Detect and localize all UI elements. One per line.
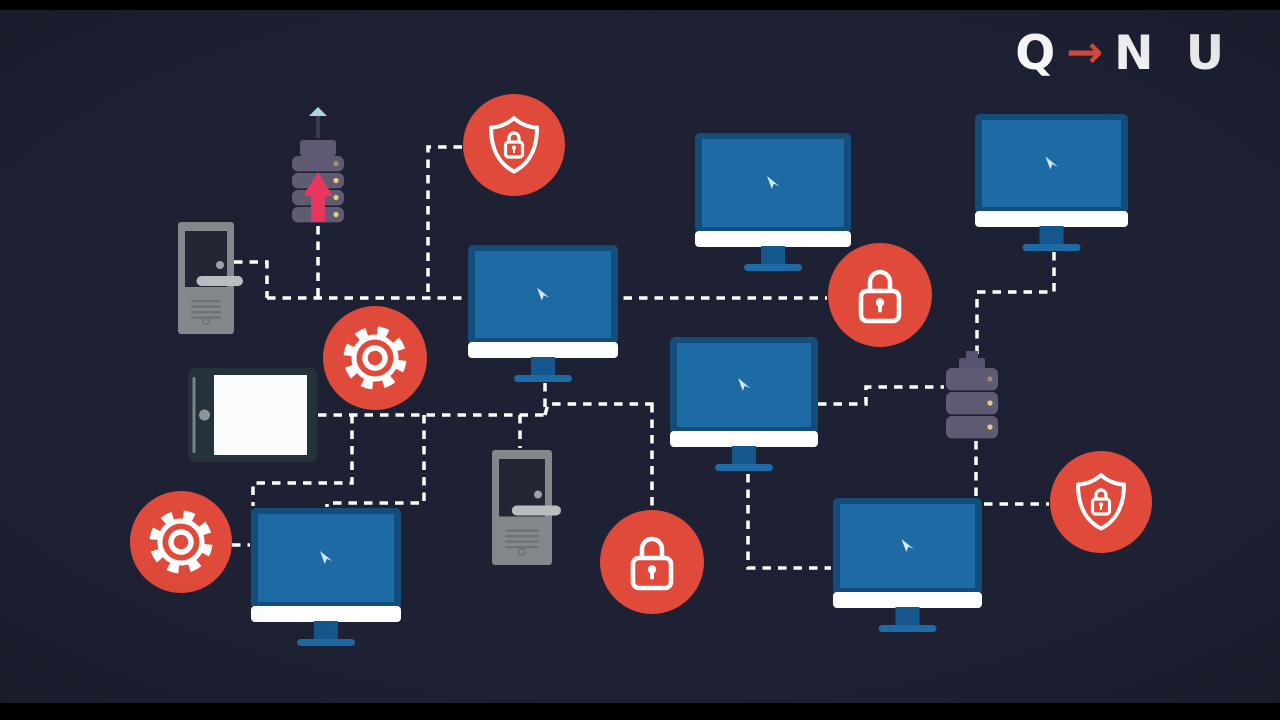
link-drop-to-bl-monitor-top — [325, 415, 426, 507]
lock-badge-bottom — [600, 510, 704, 614]
monitor-bottom-left — [251, 508, 401, 646]
qnu-logo: Q → N U — [1015, 30, 1232, 77]
logo-letter-q: Q — [1015, 26, 1058, 81]
tower-left — [178, 222, 243, 334]
shield-badge-bottom-right — [1050, 451, 1152, 553]
tablet — [188, 368, 317, 462]
link-monitor-center-stand-down — [746, 474, 831, 570]
link-jog-right — [543, 402, 657, 416]
monitor-mid-left — [468, 245, 618, 382]
logo-arrow-icon: → — [1066, 26, 1106, 78]
letterbox-top — [0, 0, 1280, 10]
gear-badge-center — [323, 306, 427, 410]
link-monitor-tr-to-stack — [975, 252, 1056, 358]
link-tower-left-junction — [234, 260, 269, 298]
server-stack-right — [946, 351, 998, 439]
shield-badge-top — [463, 94, 565, 196]
link-monitor-center-to-stack — [818, 385, 944, 406]
lock-badge-right — [828, 243, 932, 347]
monitor-bottom-right — [833, 498, 982, 632]
letterbox-bottom — [0, 703, 1280, 720]
link-drop-to-bl-monitor-corner — [251, 415, 354, 506]
monitor-top-right — [975, 114, 1128, 251]
monitor-center — [670, 337, 818, 471]
link-shield-top-down — [426, 145, 462, 296]
gear-badge-bottom-left — [130, 491, 232, 593]
monitor-top-center — [695, 133, 851, 271]
logo-letters-nu: N U — [1114, 26, 1232, 81]
server-stack-top-left — [292, 107, 344, 223]
tower-center — [492, 450, 561, 565]
